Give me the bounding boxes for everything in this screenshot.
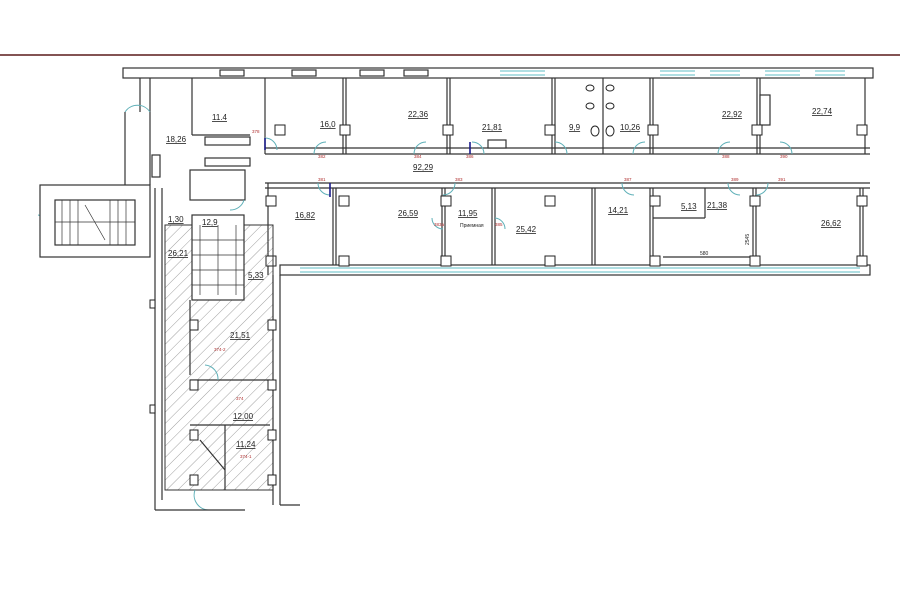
door-number: 386 <box>466 154 474 159</box>
door-number: 384 <box>414 154 422 159</box>
area-label: 26,62 <box>821 219 842 228</box>
corridor-area-label: 92,29 <box>413 163 434 172</box>
left-wing <box>149 188 300 511</box>
door-number: 391 <box>778 177 786 182</box>
dimension-580: 580 <box>700 251 709 257</box>
area-label: 18,26 <box>166 135 187 144</box>
area-label: 11.4 <box>212 113 228 122</box>
door-number: 378 <box>252 129 260 134</box>
dimension-labels: 580 2545 <box>700 234 751 257</box>
door-number: 383а <box>434 222 445 227</box>
area-label: 11,24 <box>236 440 256 449</box>
area-label: 25,42 <box>516 225 537 234</box>
area-label: 16,82 <box>295 211 316 220</box>
room-area-labels: 11.4 18,26 16,0 22,36 21,81 9,9 10,26 22… <box>166 107 842 449</box>
door-number: 383 <box>455 177 463 182</box>
area-label: 10,26 <box>620 123 641 132</box>
area-label: 9,9 <box>569 123 581 132</box>
lower-rooms-walls <box>265 182 871 276</box>
north-wall <box>122 67 874 79</box>
area-label: 12,00 <box>233 412 254 421</box>
door-number: 374-2 <box>214 347 226 352</box>
door-number: 389 <box>731 177 739 182</box>
area-label: 11,95 <box>458 209 478 218</box>
door-number: 385 <box>495 222 503 227</box>
door-number: 374-1 <box>240 454 252 459</box>
door-number: 388 <box>722 154 730 159</box>
doors <box>37 104 793 230</box>
area-label: 5,33 <box>248 271 264 280</box>
door-number: 374 <box>236 396 244 401</box>
door-number: 381 <box>318 177 326 182</box>
door-number: 387 <box>624 177 632 182</box>
area-label: 5,13 <box>681 202 697 211</box>
area-label: 21,81 <box>482 123 503 132</box>
stair-block-left <box>39 112 161 258</box>
area-label: 22,74 <box>812 107 833 116</box>
area-label: 22,92 <box>722 110 743 119</box>
area-label: 26,21 <box>168 249 189 258</box>
wc-fixtures-icon <box>585 84 615 137</box>
area-label: 26,59 <box>398 209 419 218</box>
dimension-2545: 2545 <box>745 234 751 245</box>
room-name-reception: Приемная <box>460 223 484 229</box>
area-label: 22,36 <box>408 110 429 119</box>
area-label: 12,9 <box>202 218 218 227</box>
columns <box>265 124 868 267</box>
door-number: 390 <box>780 154 788 159</box>
area-label: 21,51 <box>230 331 251 340</box>
area-label: 1,30 <box>168 215 184 224</box>
door-number-labels: 378 382 384 386 388 390 381 383 383а 385… <box>214 129 788 459</box>
area-label: 21,38 <box>707 201 728 210</box>
area-label: 16,0 <box>320 120 336 129</box>
upper-rooms-walls <box>139 78 870 201</box>
door-number: 382 <box>318 154 326 159</box>
area-label: 14,21 <box>608 206 629 215</box>
